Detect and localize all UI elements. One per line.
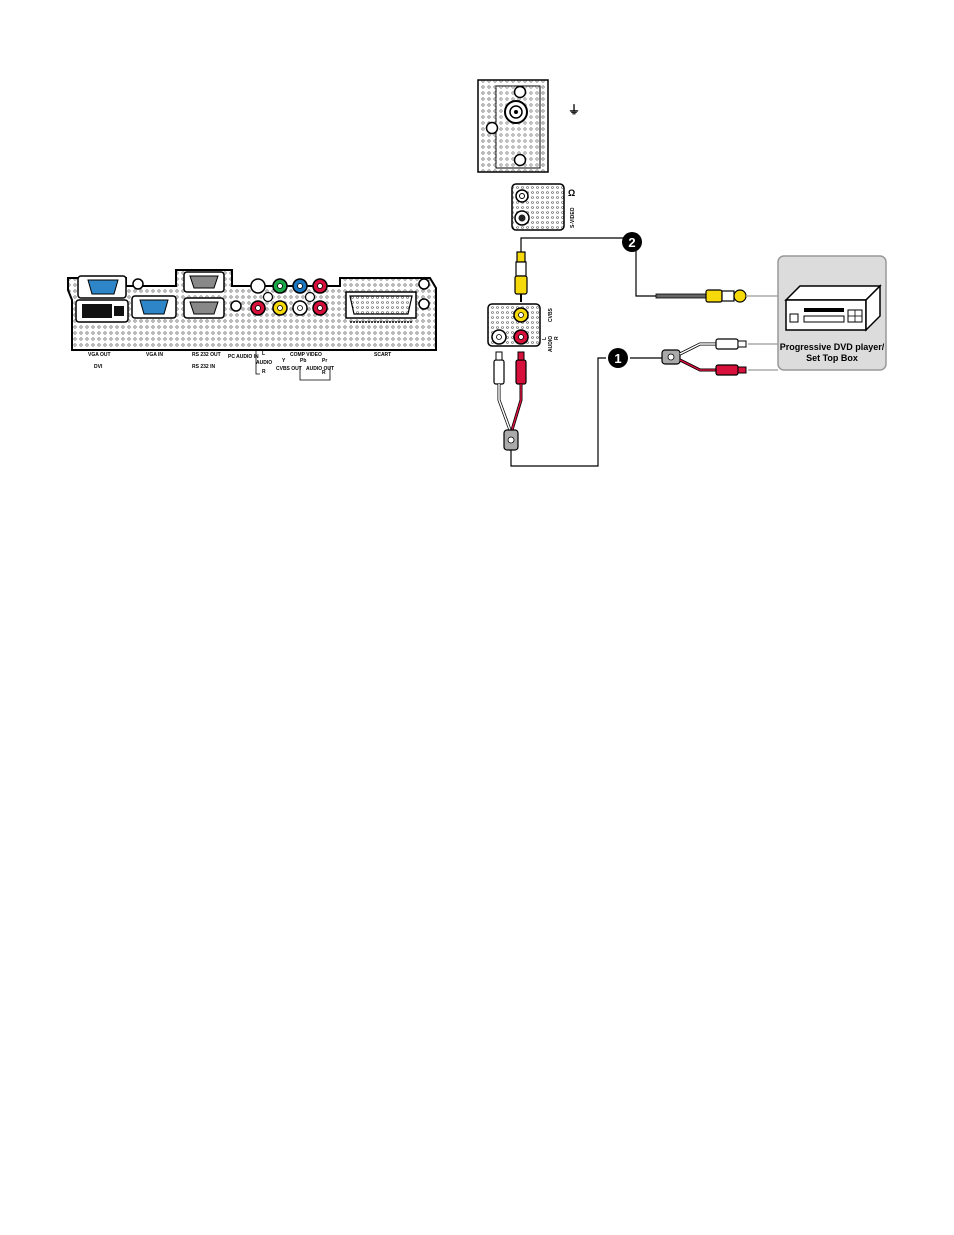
label-cvbs: CVBS: [548, 307, 554, 322]
back-panel: VGA OUT DVI VGA IN RS 232 OUT RS 232 IN …: [67, 269, 437, 381]
label-audio-l: L: [262, 351, 265, 357]
audio-l-jack: [250, 278, 266, 294]
screw-icon: [418, 278, 430, 290]
svideo-panel: S-VIDEO Ω: [511, 183, 576, 231]
dvi-port: [75, 299, 129, 323]
screw-icon: [262, 291, 274, 303]
pc-audio-in-jack: [230, 300, 242, 312]
scart-port: [345, 291, 417, 319]
callout-2: 2: [622, 232, 642, 252]
label-pb: Pb: [300, 358, 306, 364]
dvd-player-icon: [784, 284, 882, 332]
audio-cable: [493, 338, 778, 467]
label-pr: Pr: [322, 358, 327, 364]
label-comp-video: COMP VIDEO: [290, 352, 322, 358]
device-label-line1: Progressive DVD player/: [780, 342, 885, 352]
dvd-player-device: Progressive DVD player/ Set Top Box: [777, 255, 887, 371]
screw-icon: [513, 153, 527, 167]
rs232-out-port: [183, 271, 225, 293]
label-side-audio: AUDIO: [548, 336, 554, 352]
screw-icon: [132, 278, 144, 290]
antenna-icon: ⏚: [568, 103, 580, 117]
label-audio-r: R: [262, 369, 266, 375]
screw-icon: [304, 291, 316, 303]
label-y: Y: [282, 358, 286, 364]
label-dvi: DVI: [94, 364, 103, 370]
screw-icon: [485, 121, 499, 135]
rs232-in-port: [183, 297, 225, 319]
vga-in-port: [131, 295, 177, 319]
headphone-icon: Ω: [568, 188, 575, 198]
screw-icon: [513, 85, 527, 99]
label-pc-audio-in: PC AUDIO IN: [228, 354, 259, 360]
label-audio-out: AUDIO OUT: [306, 366, 334, 372]
composite-cable: [514, 237, 778, 303]
label-vga-out: VGA OUT: [88, 352, 111, 358]
callout-1: 1: [608, 348, 628, 368]
label-audio: AUDIO: [256, 360, 272, 366]
screw-icon: [418, 298, 430, 310]
antenna-panel: ⏚: [477, 79, 580, 173]
device-label-line2: Set Top Box: [806, 353, 858, 363]
label-side-audio-r: R: [554, 336, 560, 340]
label-audio-out-r: R: [322, 370, 326, 376]
callout-2-label: 2: [628, 235, 635, 250]
label-rs232-in: RS 232 IN: [192, 364, 215, 370]
callout-1-label: 1: [614, 351, 621, 366]
label-side-audio-l: L: [542, 337, 548, 340]
cvbs-panel: CVBS AUDIO L R: [487, 303, 560, 352]
label-rs232-out: RS 232 OUT: [192, 352, 221, 358]
label-cvbs-out: CVBS OUT: [276, 366, 302, 372]
label-vga-in: VGA IN: [146, 352, 163, 358]
label-svideo: S-VIDEO: [570, 207, 576, 228]
vga-out-port: [77, 275, 127, 299]
label-scart: SCART: [374, 352, 391, 358]
